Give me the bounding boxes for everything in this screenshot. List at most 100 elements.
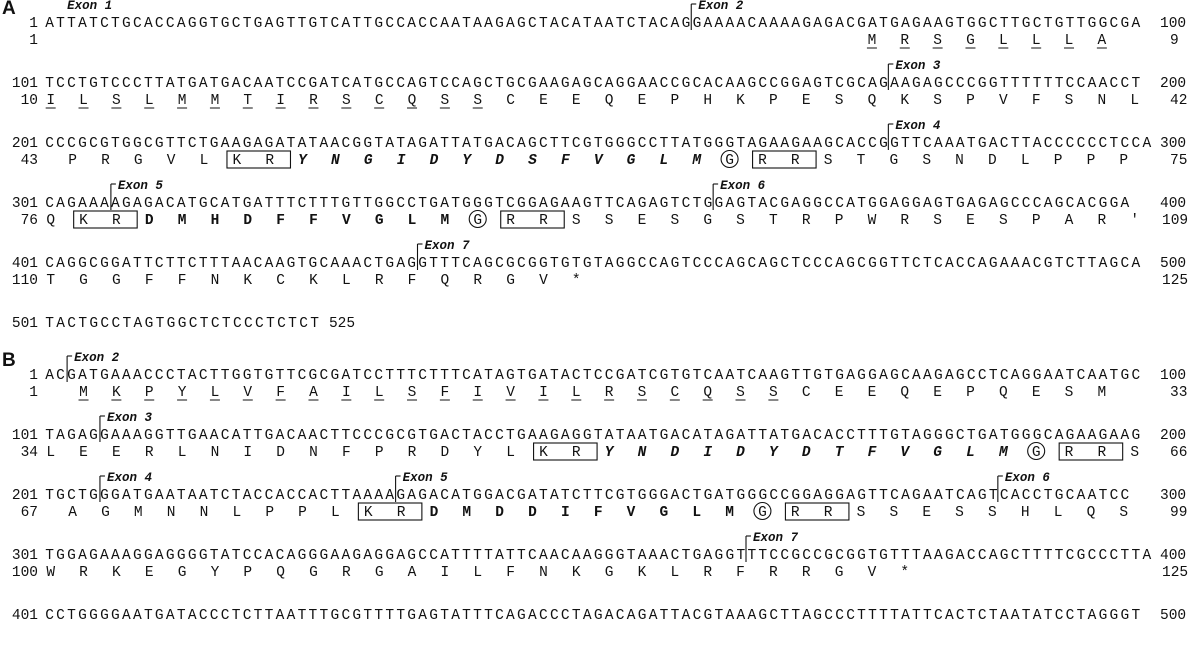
exon-marker: Exon 3: [887, 59, 941, 90]
amino-acid: F: [342, 445, 351, 461]
amino-acid: E: [638, 93, 647, 109]
amino-acid: S: [933, 33, 942, 49]
amino-acid: L: [966, 445, 975, 461]
amino-acid: P: [835, 213, 844, 229]
dna-sequence: CCCGCGTGGCGTTCTGAAGAGATATAACGGTATAGATTAT…: [45, 136, 1151, 152]
amino-acid: T: [857, 153, 866, 169]
nucleotide-end-number: 300: [1160, 136, 1186, 152]
protein-end-number: 125: [1162, 565, 1188, 581]
amino-acid: G: [101, 505, 110, 521]
amino-acid: M: [462, 505, 471, 521]
amino-acid: E: [145, 565, 154, 581]
protein-start-number: 76: [21, 213, 38, 229]
exon-label: Exon 7: [753, 531, 799, 545]
amino-acid: P: [670, 93, 679, 109]
amino-acid: K: [572, 565, 581, 581]
amino-acid: F: [145, 273, 154, 289]
amino-acid: S: [933, 93, 942, 109]
amino-acid: I: [539, 385, 548, 401]
amino-acid: M: [998, 445, 1009, 461]
amino-acid: N: [638, 445, 647, 461]
nucleotide-start-number: 101: [12, 76, 38, 92]
dna-sequence: TCCTGTCCCTTATGATGACAATCCGATCATGCCAGTCCAG…: [45, 76, 1140, 92]
amino-acid: E: [79, 445, 88, 461]
amino-acid: S: [528, 153, 537, 169]
amino-acid: G: [889, 153, 898, 169]
nucleotide-end-number: 100: [1160, 16, 1186, 32]
protein-end-number: 42: [1170, 93, 1187, 109]
amino-acid: ': [1130, 213, 1139, 229]
amino-acid: S: [638, 385, 647, 401]
amidation-glycine-circle: [753, 501, 772, 521]
amino-acid: Q: [703, 385, 712, 401]
amino-acid: C: [276, 273, 285, 289]
amino-acid: L: [572, 385, 581, 401]
amino-acid: V: [506, 385, 515, 401]
amino-acid: *: [900, 565, 909, 581]
amino-acid: L: [670, 565, 679, 581]
amino-acid: W: [46, 565, 55, 581]
exon-marker: Exon 5: [110, 179, 164, 210]
amino-acid: D: [495, 505, 504, 521]
amino-acid: P: [966, 93, 975, 109]
nucleotide-start-number: 101: [12, 428, 38, 444]
dna-sequence: CCTGGGGAATGATACCCTCTTAATTTGCGTTTTGAGTATT…: [45, 608, 1140, 624]
amino-acid: M: [178, 213, 187, 229]
amino-acid: V: [627, 505, 636, 521]
amino-acid: P: [769, 93, 778, 109]
amino-acid: E: [638, 213, 647, 229]
amino-acid: V: [539, 273, 548, 289]
exon-label: Exon 2: [698, 0, 744, 13]
amino-acid: G: [966, 33, 975, 49]
cleavage-site-box: [73, 210, 138, 229]
protein-start-number: 1: [29, 385, 38, 401]
amino-acid: V: [243, 385, 252, 401]
amino-acid: P: [966, 385, 975, 401]
amino-acid: A: [68, 505, 77, 521]
amino-acid: R: [1098, 213, 1107, 229]
amino-acid: R: [309, 93, 318, 109]
amino-acid: R: [1065, 445, 1074, 461]
amino-acid: L: [1021, 153, 1030, 169]
amino-acid: C: [375, 93, 384, 109]
amino-acid: P: [1032, 213, 1041, 229]
dna-sequence: TGCTGGGATGAATAATCTACCACCACTTAAAAGAGACATG…: [45, 488, 1129, 504]
exon-label: Exon 6: [1005, 471, 1051, 485]
amino-acid: L: [178, 445, 187, 461]
protein-end-number: 109: [1162, 213, 1188, 229]
amino-acid: F: [1032, 93, 1041, 109]
panel-label: B: [2, 350, 16, 371]
exon-marker: Exon 2: [66, 351, 120, 382]
amino-acid: V: [594, 153, 604, 169]
amino-acid: C: [506, 93, 515, 109]
amino-acid: S: [1065, 385, 1074, 401]
amino-acid: S: [441, 93, 450, 109]
amino-acid: V: [868, 565, 877, 581]
exon-label: Exon 5: [118, 179, 164, 193]
amino-acid: Y: [769, 445, 779, 461]
protein-end-number: 75: [1170, 153, 1187, 169]
exon-label: Exon 1: [67, 0, 112, 13]
amino-acid: D: [988, 153, 997, 169]
exon-label: Exon 2: [74, 351, 120, 365]
protein-start-number: 110: [12, 273, 38, 289]
amino-acid: L: [1032, 33, 1041, 49]
amino-acid: M: [691, 153, 702, 169]
amino-acid: K: [232, 153, 241, 169]
amino-acid: F: [506, 565, 515, 581]
amino-acid: V: [900, 445, 910, 461]
amino-acid: G: [473, 213, 482, 229]
amidation-glycine-circle: [1027, 441, 1046, 461]
dna-sequence: CAGGCGGATTCTTCTTTAACAAGTGCAAACTGAGGTTTCA…: [45, 256, 1140, 272]
amino-acid: G: [627, 153, 636, 169]
protein-end-number: 125: [1162, 273, 1188, 289]
amino-acid: E: [1032, 385, 1041, 401]
amino-acid: S: [112, 93, 121, 109]
amino-acid: I: [276, 93, 285, 109]
amino-acid: R: [79, 565, 88, 581]
amino-acid: M: [79, 385, 88, 401]
